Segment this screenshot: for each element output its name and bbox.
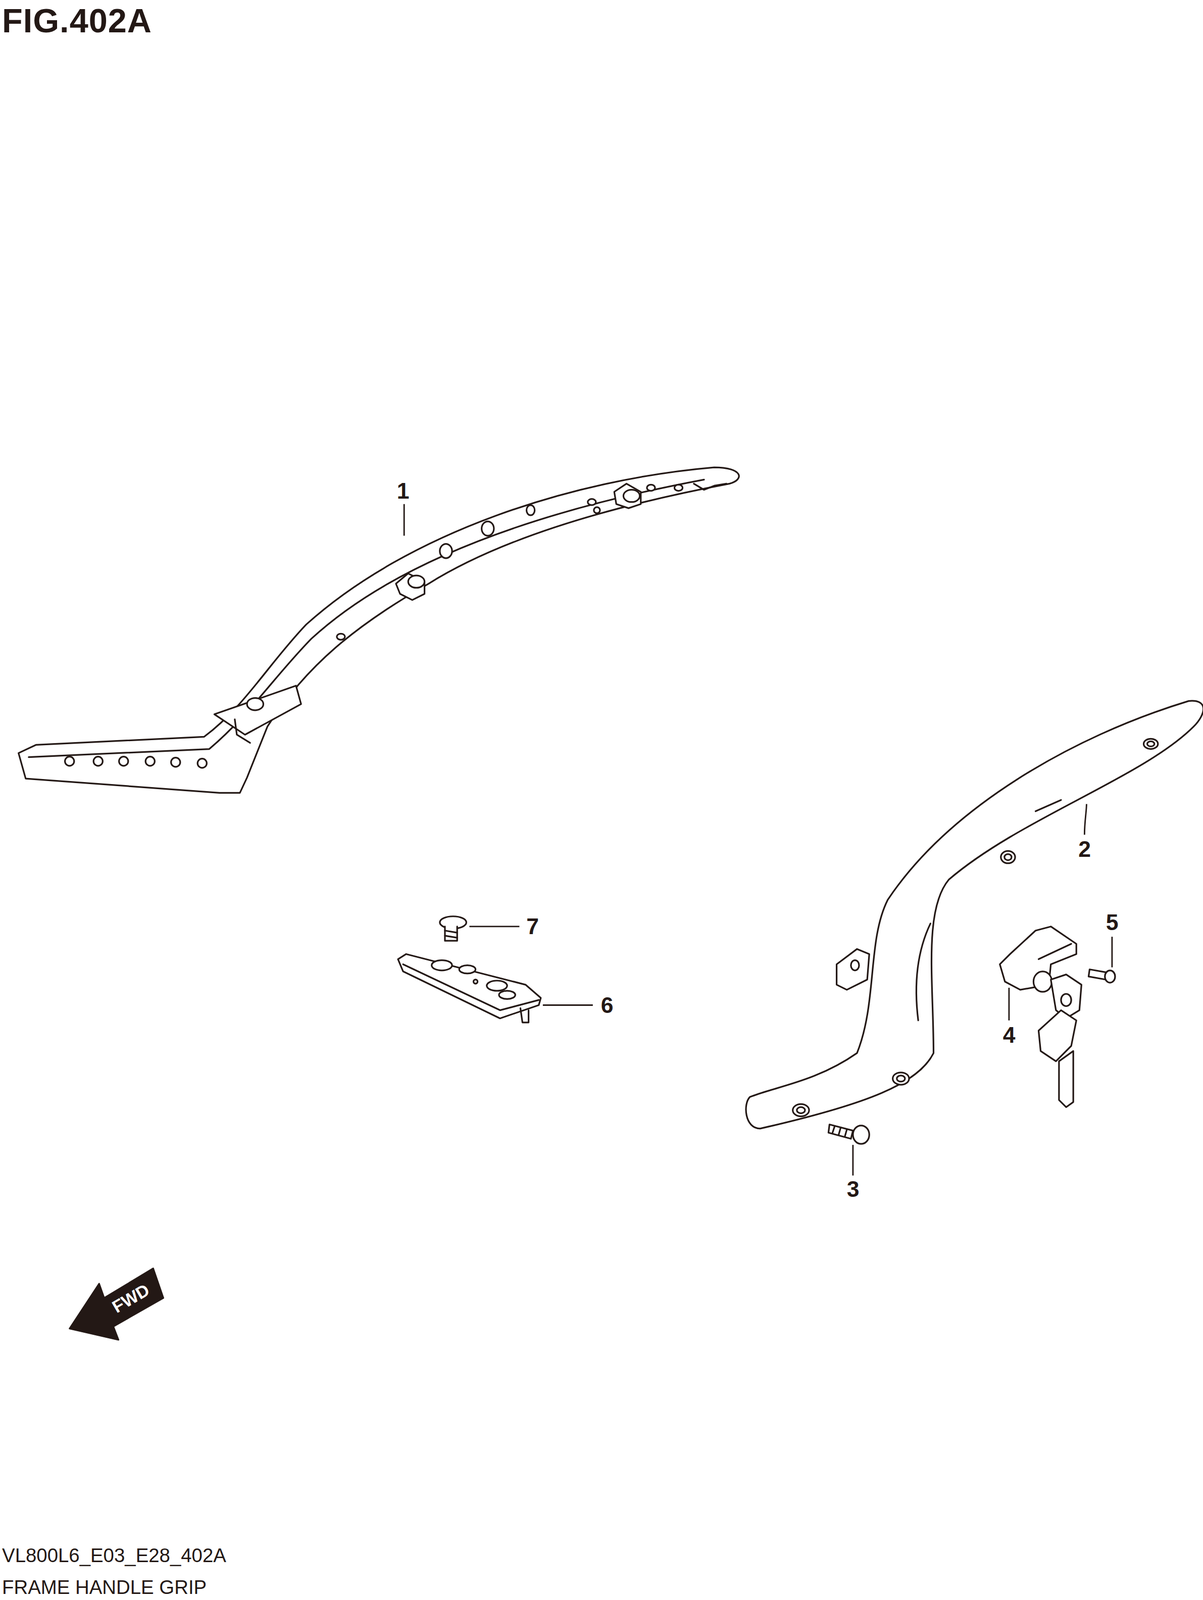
plate (397, 953, 541, 1022)
callout-number: 3 (846, 1177, 860, 1200)
drawing-code: VL800L6_E03_E28_402A (2, 1545, 227, 1565)
leader-lines (404, 504, 1113, 1176)
figure-title: FIG.402A (2, 4, 153, 38)
screw (439, 916, 467, 941)
diagram-caption: FRAME HANDLE GRIP (2, 1576, 207, 1596)
callout-number: 7 (526, 915, 539, 938)
callout-number: 4 (1003, 1023, 1016, 1046)
helmet-lock (999, 926, 1082, 1107)
handle-grip-right (745, 700, 1203, 1129)
screw (828, 1124, 870, 1144)
callout-number: 2 (1078, 837, 1091, 861)
callout-number: 5 (1106, 911, 1119, 934)
forward-arrow (69, 1268, 164, 1340)
callout-number: 6 (600, 993, 614, 1017)
handle-grip-left (18, 467, 739, 793)
callout-number: 1 (396, 479, 410, 503)
bolt (1088, 969, 1116, 983)
